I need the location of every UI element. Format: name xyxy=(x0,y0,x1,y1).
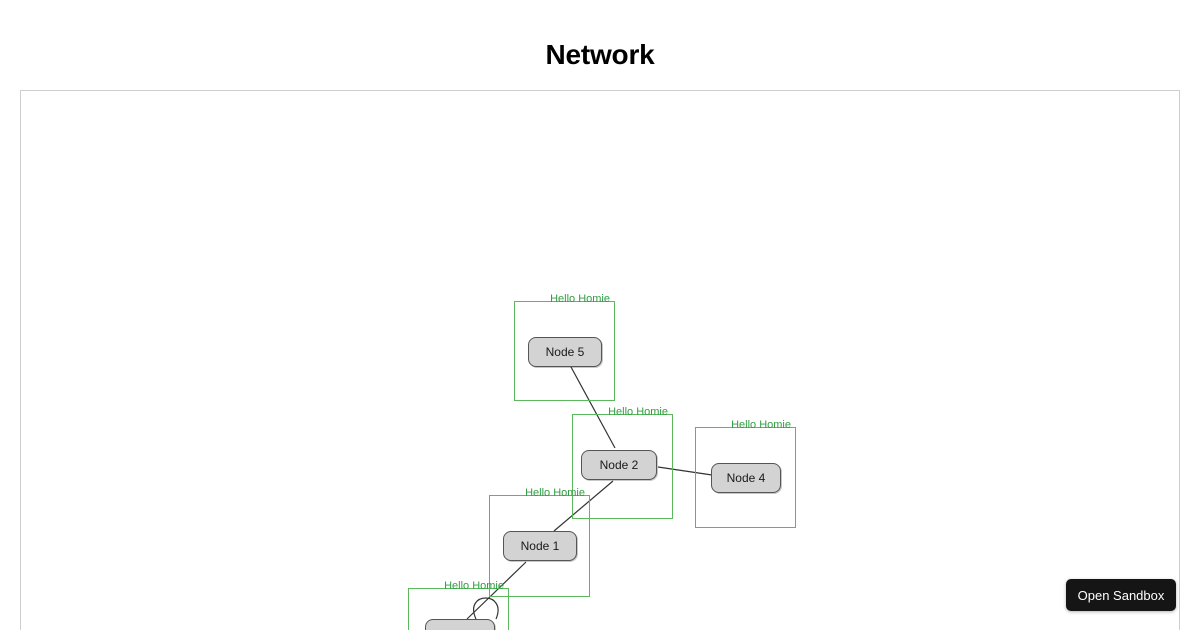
group-box[interactable]: Hello Homie xyxy=(489,487,590,597)
node-box-node1[interactable]: Node 1 xyxy=(503,531,577,561)
group-label: Hello Homie xyxy=(608,406,668,418)
group-label: Hello Homie xyxy=(444,580,504,592)
edge-collection xyxy=(466,366,713,620)
edge-node2-to-node1 xyxy=(553,480,614,532)
edge-node5-to-node2 xyxy=(570,366,616,449)
group-box[interactable]: Hello Homie xyxy=(514,293,615,401)
node-box-node2[interactable]: Node 2 xyxy=(581,450,657,480)
edge-node3-to-node3 xyxy=(473,597,499,620)
node-box-node5[interactable]: Node 5 xyxy=(528,337,602,367)
group-label: Hello Homie xyxy=(550,293,610,305)
group-label: Hello Homie xyxy=(525,487,585,499)
group-box[interactable]: Hello Homie xyxy=(695,419,796,528)
open-sandbox-button[interactable]: Open Sandbox xyxy=(1066,579,1176,611)
page-title: Network xyxy=(545,39,655,70)
group-box[interactable]: Hello Homie xyxy=(572,406,673,519)
node-box-node3[interactable] xyxy=(425,619,495,630)
node-box-node4[interactable]: Node 4 xyxy=(711,463,781,493)
edge-node1-to-node3 xyxy=(466,561,527,620)
edge-node2-to-node4 xyxy=(657,466,713,476)
group-box[interactable]: Hello Homie xyxy=(408,580,509,630)
graph-edges-layer xyxy=(466,366,713,620)
group-label: Hello Homie xyxy=(731,419,791,431)
